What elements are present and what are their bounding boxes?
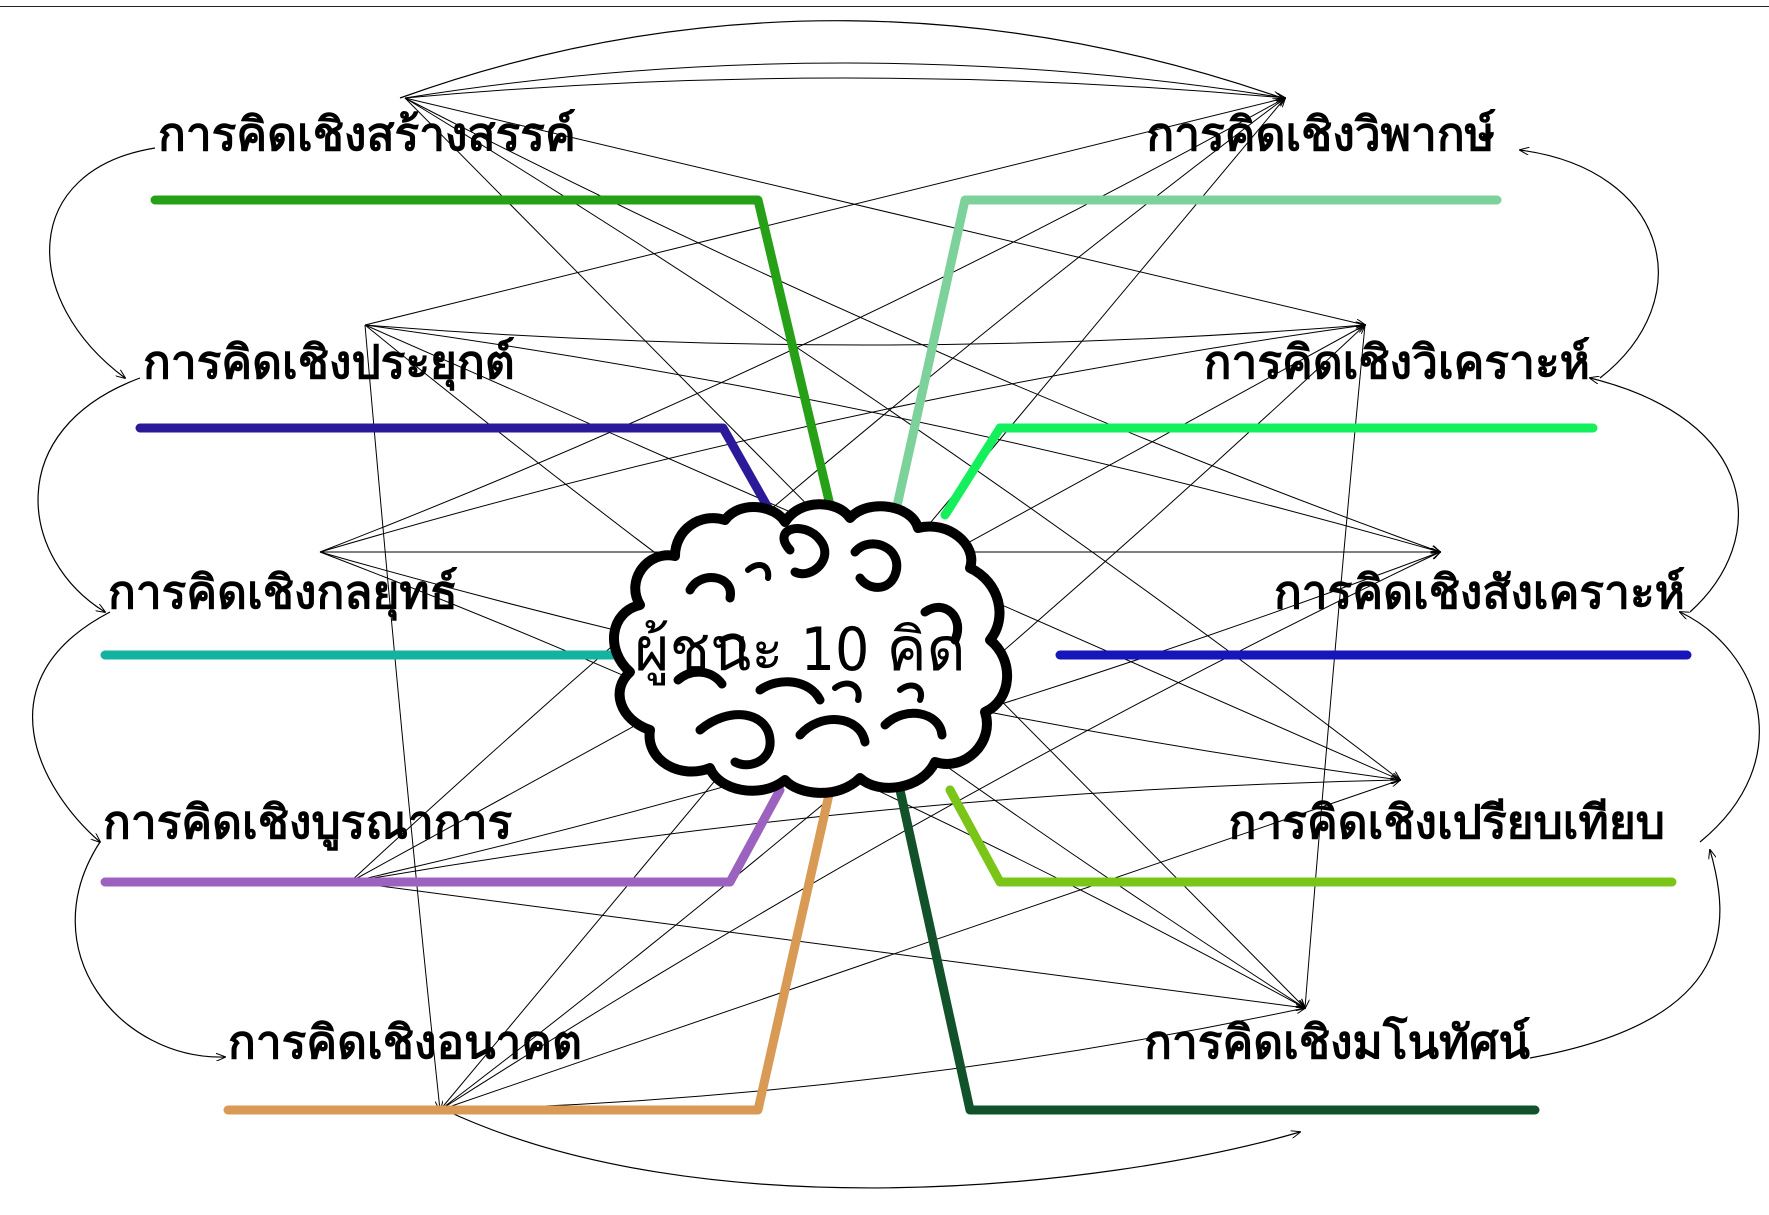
loop-arrow	[1590, 378, 1739, 613]
connector-integrative-conceptual	[349, 881, 1305, 1008]
node-label-analytical: การคิดเชิงวิเคราะห์	[1204, 335, 1590, 389]
connector-future-synthesis	[439, 552, 1440, 1111]
branch-critical	[890, 195, 1502, 520]
branch-analytical	[940, 423, 1598, 520]
loop-arrow	[1680, 612, 1760, 843]
connector-applied-synthesis	[364, 324, 1440, 552]
connector-creative-critical	[404, 62, 1285, 98]
branch-creative	[150, 195, 835, 510]
node-label-synthesis: การคิดเชิงสังเคราะห์	[1274, 565, 1685, 619]
outer-loop-arrows	[32, 20, 1760, 1189]
node-label-future: การคิดเชิงอนาคต	[228, 1015, 582, 1069]
branch-conceptual	[895, 785, 1540, 1115]
node-label-creative: การคิดเชิงสร้างสรรค์	[158, 107, 576, 161]
loop-arrow	[1520, 150, 1659, 379]
connector-creative-synthesis	[404, 97, 1440, 552]
connector-creative-comparative	[404, 97, 1400, 780]
connector-strategic-critical	[319, 98, 1285, 553]
connector-creative-analytical	[404, 97, 1365, 325]
connector-integrative-comparative	[349, 780, 1400, 883]
connector-future-comparative	[439, 780, 1400, 1111]
connector-creative-critical	[404, 77, 1285, 98]
loop-arrow	[32, 611, 111, 842]
node-label-comparative: การคิดเชิงเปรียบเทียบ	[1229, 795, 1665, 849]
branch-lines	[100, 195, 1692, 1115]
node-label-conceptual: การคิดเชิงมโนทัศน์	[1144, 1015, 1530, 1069]
top-border	[0, 6, 1769, 7]
node-label-strategic: การคิดเชิงกลยุทธ์	[108, 565, 458, 621]
connector-strategic-analytical	[319, 325, 1365, 553]
brain-icon	[609, 499, 1013, 798]
connector-future-conceptual	[439, 1008, 1305, 1111]
branch-future	[223, 785, 835, 1115]
connector-applied-future	[364, 324, 440, 1110]
connector-applied-analytical	[364, 325, 1365, 346]
center-label: ผู้ชนะ 10 คิด	[634, 615, 965, 686]
loop-arrow	[37, 377, 141, 612]
loop-arrow	[399, 20, 1282, 98]
connector-applied-critical	[364, 98, 1285, 326]
loop-arrow	[1529, 850, 1721, 1059]
node-labels: การคิดเชิงสร้างสรรค์การคิดเชิงประยุกต์กา…	[103, 107, 1685, 1069]
branch-comparative	[945, 785, 1677, 887]
loop-arrow	[74, 841, 225, 1057]
loop-arrow	[444, 1109, 1300, 1189]
branch-integrative	[100, 785, 785, 887]
loop-arrow	[49, 147, 156, 378]
branch-applied	[135, 423, 780, 525]
node-label-applied: การคิดเชิงประยุกต์	[143, 335, 515, 391]
node-label-integrative: การคิดเชิงบูรณาการ	[103, 795, 513, 851]
node-label-critical: การคิดเชิงวิพากษ์	[1146, 107, 1496, 161]
